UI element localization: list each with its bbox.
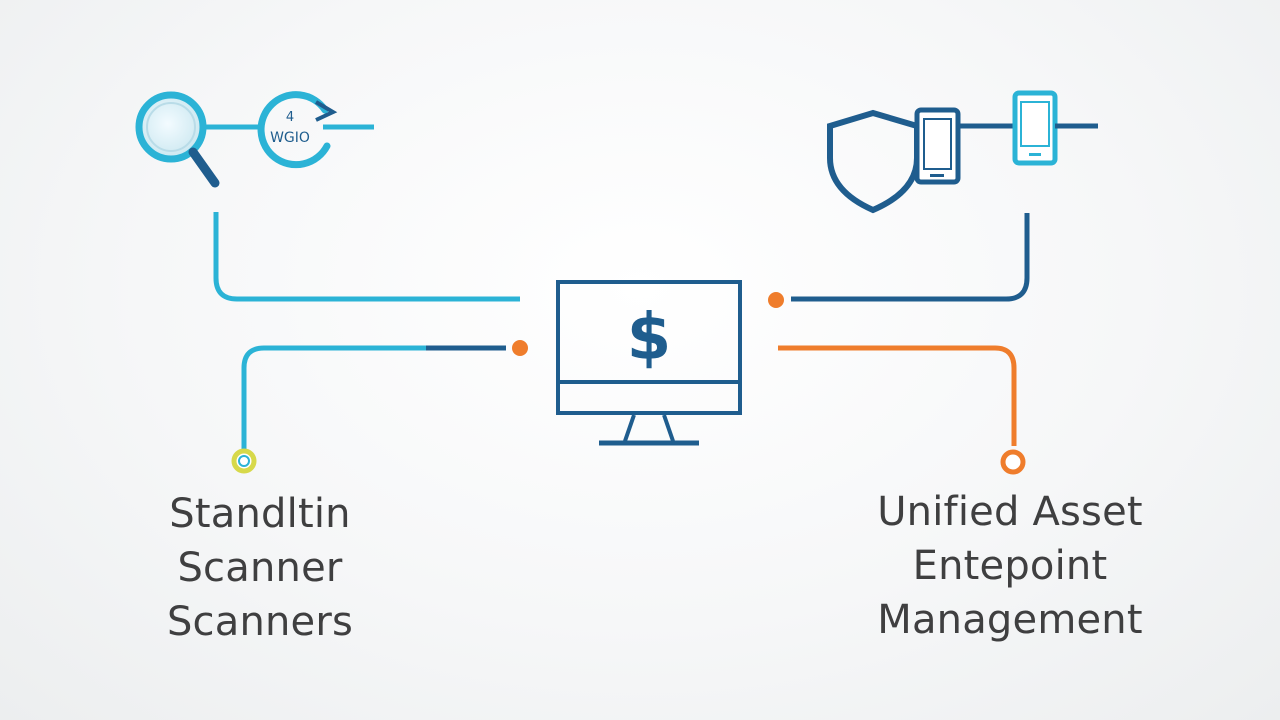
right-bottom-connector	[778, 345, 1017, 446]
right-caption-line-1: Unified Asset	[877, 489, 1143, 535]
shield-icon	[827, 109, 920, 214]
sync-badge-icon: 4 WGIO	[257, 91, 338, 169]
right-caption-line-2: Entepoint	[912, 543, 1108, 589]
dollar-symbol: $	[627, 301, 672, 375]
scanner-badge-top: 4	[286, 110, 294, 125]
left-bottom-terminal	[231, 448, 257, 474]
left-caption-line-2: Scanner	[177, 545, 343, 591]
right-bottom-terminal	[1000, 449, 1026, 475]
monitor-icon: $	[556, 280, 742, 446]
left-bottom-terminal-inner	[238, 455, 250, 467]
left-top-connector	[213, 212, 520, 302]
right-caption-line-3: Management	[877, 597, 1143, 643]
left-bottom-dot	[512, 340, 528, 356]
left-caption-line-1: Standltin	[169, 491, 351, 537]
scanner-badge-bottom: WGIO	[270, 130, 310, 146]
phone-icon	[914, 107, 961, 185]
left-bottom-connector	[241, 345, 426, 460]
left-caption-line-3: Scanners	[166, 599, 354, 645]
tablet-icon	[1012, 90, 1058, 166]
left-caption: Standltin Scanner Scanners	[110, 487, 410, 649]
right-caption: Unified Asset Entepoint Management	[840, 485, 1180, 647]
right-top-dot	[768, 292, 784, 308]
right-top-connector	[791, 213, 1030, 302]
magnifier-icon	[135, 91, 220, 188]
